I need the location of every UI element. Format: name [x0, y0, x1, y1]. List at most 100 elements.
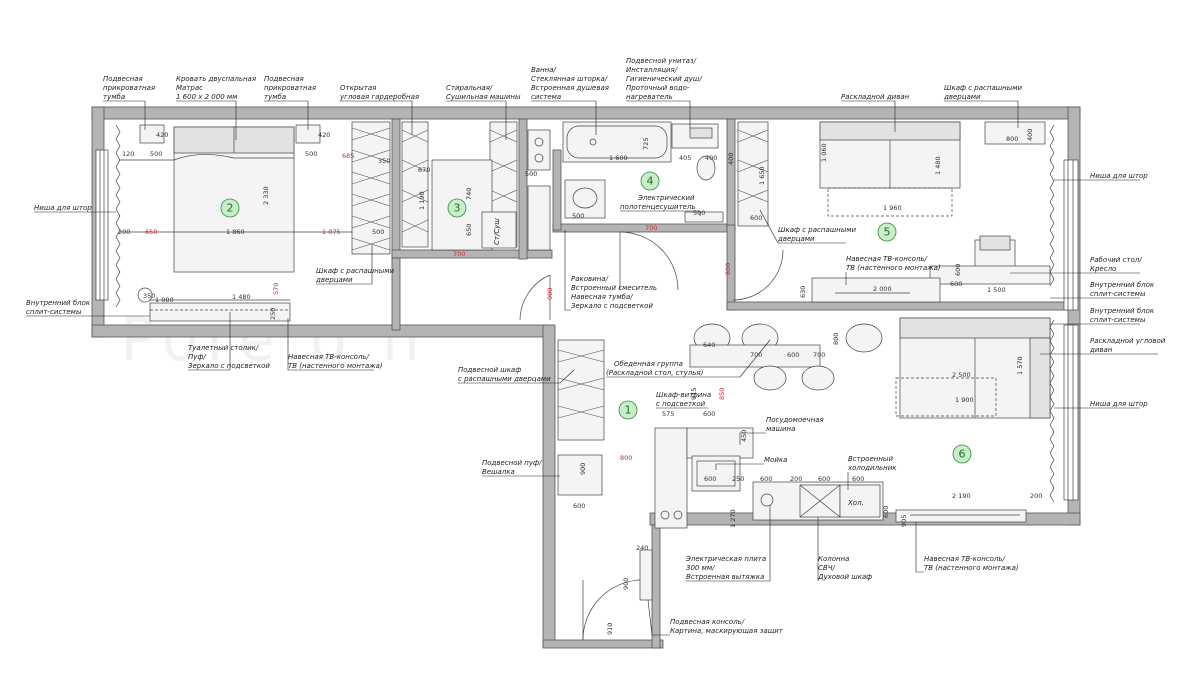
dim-label: 740	[465, 188, 473, 200]
annotation-line: ТВ (настенного монтажа)	[924, 564, 1019, 572]
annotation-line: Колонна	[818, 555, 849, 563]
annotation-line: Шкаф с распашными	[778, 226, 857, 234]
dimensions: 420 500 1 860 2 330 500 420 120 200 350 …	[118, 129, 1042, 635]
dim-label: 200	[1030, 492, 1042, 500]
dim-label: 500	[150, 150, 162, 158]
annotation-line: Картина, маскирующая защит	[670, 627, 784, 635]
annotation-line: ТВ (настенного монтажа)	[846, 264, 941, 272]
annotation-line: Подвесная	[103, 75, 143, 83]
dim-label: 1 480	[934, 156, 942, 175]
dim-label: 400	[727, 153, 735, 165]
annotation-ac-unit-right-2: Внутренний блок сплит-системы	[1050, 307, 1155, 325]
annotation-line: СВЧ/	[818, 564, 835, 572]
dim-label: 405	[679, 154, 691, 162]
room-markers: 1 2 3 4 5 6	[220, 171, 972, 464]
annotation-wardrobe-bedroom: Шкаф с распашными дверцами	[315, 245, 395, 285]
annotation-line: Обеденная группа	[614, 360, 683, 368]
annotation-line: Подвесная	[264, 75, 304, 83]
annotation-washer-dryer: Стиральная/ Сушильная машины	[446, 84, 521, 140]
fridge-mark: Хол.	[847, 499, 864, 507]
dim-label: 350	[378, 157, 390, 165]
dim-label: 1 650	[758, 166, 766, 185]
annotation-ac-unit-right-1: Внутренний блок сплит-системы	[1050, 281, 1155, 299]
annotation-column: Колонна СВЧ/ Духовой шкаф	[817, 517, 872, 581]
dim-label: 600	[954, 264, 962, 276]
dim-label: 250	[732, 475, 744, 483]
annotation-dining: Обеденная группа (Раскладной стол, стуль…	[606, 339, 771, 378]
annotation-line: Подвесной пуф/	[482, 459, 542, 467]
dim-label: 500	[693, 209, 705, 217]
dim-label: 240	[636, 544, 648, 552]
annotation-line: Гигиенический душ/	[626, 75, 702, 83]
dim-label: 420	[156, 131, 168, 139]
dim-label: 1 190	[418, 191, 426, 210]
annotation-tv-console-living: Навесная ТВ-консоль/ ТВ (настенного монт…	[915, 522, 1019, 573]
annotation-double-bed: Кровать двуспальная Матрас 1 600 х 2 000…	[176, 75, 256, 140]
annotation-line: Раскладной диван	[841, 93, 910, 101]
annotation-line: система	[531, 93, 561, 101]
annotation-line: 300 мм/	[686, 564, 715, 572]
dim-label: 1 570	[1016, 356, 1024, 375]
annotation-line: Ниша для штор	[1090, 400, 1148, 408]
room-number: 6	[959, 448, 966, 461]
annotation-curtain-niche-right-1: Ниша для штор	[1054, 172, 1148, 181]
dim-label-red: 800	[620, 454, 632, 462]
annotation-tv-console-bedroom: Навесная ТВ-консоль/ ТВ (настенного монт…	[287, 318, 383, 371]
window-left	[95, 149, 109, 301]
dim-label: 350	[143, 292, 155, 300]
annotation-line: Шкаф с распашными	[944, 84, 1023, 92]
dim-label: 450	[740, 430, 748, 442]
dim-label: 900	[579, 463, 587, 475]
annotation-line: Внутренний блок	[1090, 281, 1155, 289]
dim-label: 910	[606, 623, 614, 635]
annotation-line: Встроенная вытяжка	[686, 573, 764, 581]
dim-label: 400	[1026, 129, 1034, 141]
annotation-line: Пуф/	[188, 353, 206, 361]
annotation-line: Проточный водо-	[626, 84, 690, 92]
annotation-line: (Раскладной стол, стулья)	[606, 369, 704, 377]
annotation-line: дверцами	[777, 235, 815, 243]
annotation-hall-wardrobe: Подвесной шкаф с распашными дверцами	[458, 366, 575, 384]
annotation-line: дверцами	[943, 93, 981, 101]
annotation-line: прикроватная	[264, 84, 316, 92]
annotation-wc-set: Подвесной унитаз/ Инсталляция/ Гигиениче…	[626, 57, 702, 128]
dim-label: 800	[832, 333, 840, 345]
dim-label: 640	[703, 341, 715, 349]
dim-label-red: 650	[145, 228, 157, 236]
dim-label: 200	[790, 475, 802, 483]
annotation-line: сплит-системы	[1090, 290, 1146, 298]
dim-label: 600	[818, 475, 830, 483]
dim-label: 1 500	[987, 286, 1006, 294]
dim-label: 200	[118, 228, 130, 236]
dim-label-red: 850	[718, 388, 726, 400]
annotation-line: диван	[1089, 346, 1113, 354]
annotation-line: сплит-системы	[1090, 316, 1146, 324]
annotation-line: Электрическая плита	[685, 555, 766, 563]
window-right	[1063, 159, 1079, 501]
annotation-line: Зеркало с подсветкой	[188, 362, 270, 370]
annotation-line: Шкаф с распашными	[316, 267, 395, 275]
annotation-line: Встроенный	[848, 455, 893, 463]
dim-label-red: 1 075	[322, 228, 341, 236]
dim-label: 600	[882, 506, 890, 518]
annotation-line: Туалетный столик/	[188, 344, 259, 352]
dim-label: 1 600	[609, 154, 628, 162]
annotation-line: Посудомоечная	[766, 416, 824, 424]
annotation-line: нагреватель	[626, 93, 673, 101]
annotation-line: Стеклянная шторка/	[531, 75, 608, 83]
dim-label: 1 960	[883, 204, 902, 212]
dim-label: 500	[305, 150, 317, 158]
annotation-open-wardrobe: Открытая угловая гардеробная	[339, 84, 419, 135]
washer-dryer-mark: Ст/Суш	[493, 218, 501, 245]
annotation-fridge: Встроенный холодильник	[847, 455, 897, 490]
annotation-line: Навесная тумба/	[571, 293, 633, 301]
annotation-line: Открытая	[340, 84, 376, 92]
annotation-line: Встроенная душевая	[531, 84, 609, 92]
annotation-hanging-nightstand-right: Подвесная прикроватная тумба	[264, 75, 316, 130]
dim-label: 400	[705, 154, 717, 162]
annotation-line: Навесная ТВ-консоль/	[288, 353, 370, 361]
dim-label: 1 860	[226, 228, 245, 236]
dim-label: 500	[525, 170, 537, 178]
dim-label: 600	[950, 280, 962, 288]
